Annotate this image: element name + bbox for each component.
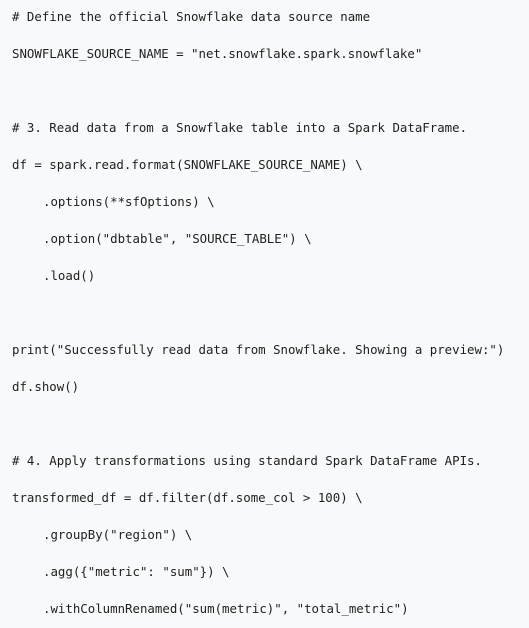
code-line-blank bbox=[12, 304, 504, 341]
code-line: .agg({"metric": "sum"}) \ bbox=[43, 564, 230, 579]
code-line: .load() bbox=[43, 268, 96, 283]
code-line: print("Successfully read data from Snowf… bbox=[12, 342, 505, 357]
code-line: SNOWFLAKE_SOURCE_NAME = "net.snowflake.s… bbox=[12, 46, 423, 61]
code-line-comment: # 3. Read data from a Snowflake table in… bbox=[12, 120, 468, 135]
code-line: .groupBy("region") \ bbox=[43, 527, 193, 542]
code-line-comment: # Define the official Snowflake data sou… bbox=[12, 9, 371, 24]
code-line: .option("dbtable", "SOURCE_TABLE") \ bbox=[43, 231, 312, 246]
code-line-blank bbox=[12, 82, 504, 119]
code-line-comment: # 4. Apply transformations using standar… bbox=[12, 453, 482, 468]
code-line: transformed_df = df.filter(df.some_col >… bbox=[12, 490, 363, 505]
code-line: .options(**sfOptions) \ bbox=[43, 194, 215, 209]
code-line: .withColumnRenamed("sum(metric)", "total… bbox=[43, 601, 409, 616]
code-line-blank bbox=[12, 415, 504, 452]
code-line: df = spark.read.format(SNOWFLAKE_SOURCE_… bbox=[12, 157, 363, 172]
code-line: df.show() bbox=[12, 379, 80, 394]
code-content: # Define the official Snowflake data sou… bbox=[12, 8, 504, 628]
